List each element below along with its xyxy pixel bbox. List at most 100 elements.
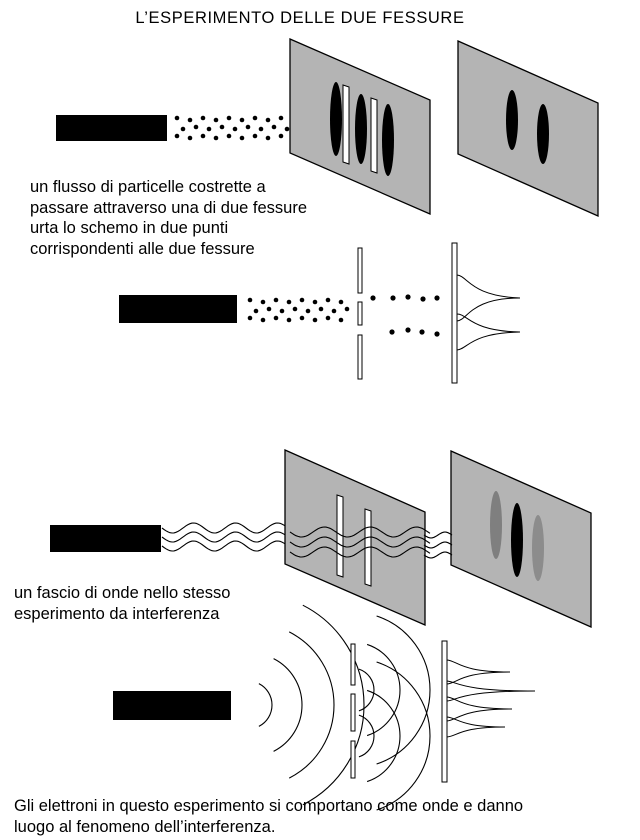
particle-top-view xyxy=(119,242,521,384)
particle xyxy=(213,117,219,123)
particle xyxy=(252,115,258,121)
particle xyxy=(260,299,266,305)
caption-line: urta lo schemo in due punti xyxy=(30,219,229,237)
particle xyxy=(206,126,212,132)
particle xyxy=(200,133,206,139)
slit xyxy=(370,97,378,174)
wavefront xyxy=(366,643,401,737)
particle-band xyxy=(355,94,367,164)
impact-band xyxy=(537,104,549,164)
interference-fringe xyxy=(511,503,523,577)
particle xyxy=(213,135,219,141)
particle xyxy=(405,327,411,333)
wavefront xyxy=(376,661,431,811)
particle xyxy=(265,135,271,141)
wavefront xyxy=(358,714,375,758)
wave-crossing xyxy=(289,526,431,558)
particle xyxy=(260,317,266,323)
conclusion-line: luogo al fenomeno dell’interferenza. xyxy=(14,817,276,836)
particle xyxy=(299,297,305,303)
particle xyxy=(325,297,331,303)
particles-caption: un flusso di particelle costrette a pass… xyxy=(30,177,307,259)
particle xyxy=(226,115,232,121)
particle xyxy=(292,306,298,312)
wave-line xyxy=(423,551,453,559)
particle xyxy=(247,297,253,303)
particle xyxy=(390,295,396,301)
particle xyxy=(266,306,272,312)
particle xyxy=(245,124,251,130)
particle xyxy=(279,308,285,314)
particle xyxy=(312,317,318,323)
impact-band xyxy=(506,90,518,150)
particle-stream xyxy=(247,294,440,337)
interference-peak xyxy=(446,659,511,685)
wave-line xyxy=(423,541,453,549)
particle xyxy=(200,115,206,121)
particle xyxy=(226,133,232,139)
particle-band xyxy=(330,82,342,156)
interference-fringe xyxy=(490,491,502,559)
barrier-segment xyxy=(357,247,363,294)
particle xyxy=(344,306,350,312)
particle xyxy=(273,315,279,321)
caption-line: passare attraverso una di due fessure xyxy=(30,198,307,217)
particle xyxy=(239,135,245,141)
interference-peak xyxy=(446,680,536,702)
particle xyxy=(389,329,395,335)
particle xyxy=(434,331,440,337)
wave-line xyxy=(161,540,291,552)
conclusion-text: Gli elettroni in questo esperimento si c… xyxy=(14,796,523,837)
detector-screen xyxy=(451,242,458,384)
wave-source xyxy=(113,691,231,720)
impact-peak xyxy=(456,274,521,322)
diagram-title: L’ESPERIMENTO DELLE DUE FESSURE xyxy=(135,9,465,27)
particle xyxy=(318,306,324,312)
wave-train xyxy=(161,522,291,552)
wave-perspective-view xyxy=(50,449,592,628)
particle xyxy=(265,117,271,123)
wavefront xyxy=(366,689,401,783)
caption-line: esperimento da interferenza xyxy=(14,604,220,623)
particle xyxy=(338,299,344,305)
interference-peak xyxy=(446,716,506,738)
particle xyxy=(219,124,225,130)
particle xyxy=(174,115,180,121)
barrier-segment xyxy=(350,740,356,779)
barrier-segment xyxy=(357,334,363,380)
particle xyxy=(232,126,238,132)
detector-screen xyxy=(441,640,448,783)
particle xyxy=(419,329,425,335)
wavefront xyxy=(258,683,273,727)
wave-line xyxy=(423,531,453,539)
particle-source xyxy=(119,295,237,323)
particle xyxy=(193,124,199,130)
wavefront xyxy=(273,658,303,752)
wave-line xyxy=(289,546,431,558)
particle xyxy=(271,124,277,130)
particle xyxy=(338,317,344,323)
particle xyxy=(331,308,337,314)
particle xyxy=(284,126,290,132)
particle xyxy=(370,295,376,301)
particle xyxy=(305,308,311,314)
barrier-segment xyxy=(350,643,356,686)
particle xyxy=(253,308,259,314)
wavefronts xyxy=(258,604,431,811)
wave-top-view xyxy=(113,604,536,811)
particle xyxy=(247,315,253,321)
slit xyxy=(342,84,350,165)
particle-source xyxy=(56,115,167,141)
wave-source xyxy=(50,525,161,552)
barrier-segment xyxy=(350,693,356,732)
particle xyxy=(420,296,426,302)
interference-peaks xyxy=(446,659,536,738)
wave-line xyxy=(289,526,431,538)
impact-peak xyxy=(456,313,521,351)
wavefront xyxy=(302,604,365,806)
slit-screen xyxy=(284,449,426,626)
interference-peak xyxy=(446,696,513,722)
particle xyxy=(239,117,245,123)
particle xyxy=(180,126,186,132)
